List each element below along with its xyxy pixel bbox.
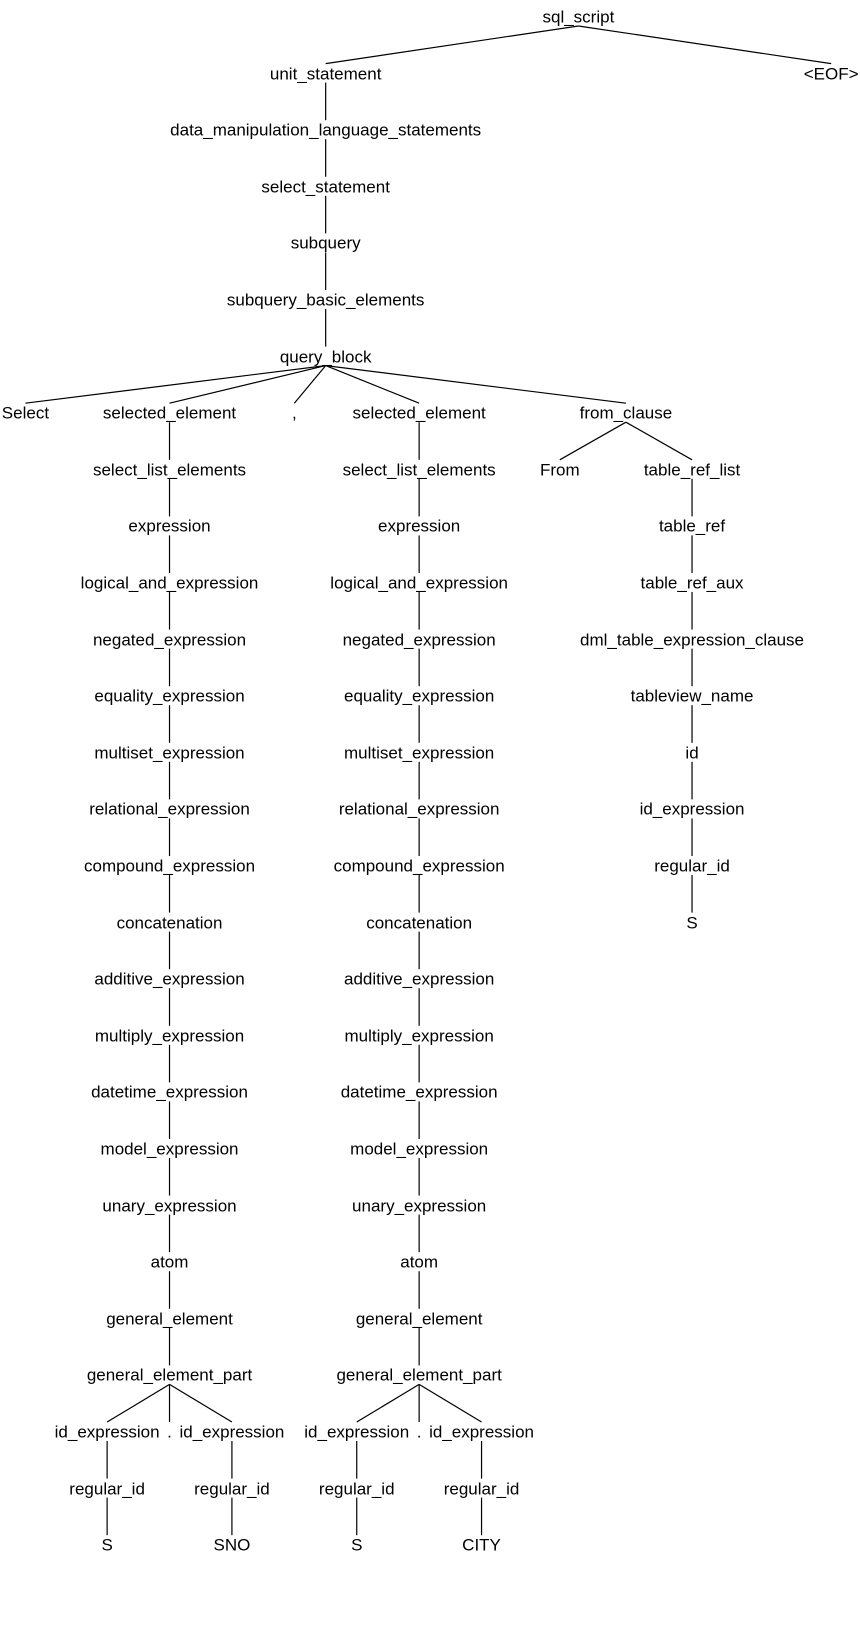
node-expression: expression — [378, 516, 461, 536]
node-dml-table-expression-clause: dml_table_expression_clause — [580, 630, 805, 650]
node-tableview-name: tableview_name — [630, 686, 754, 706]
node-logical-and-expression: logical_and_expression — [80, 573, 259, 593]
node-datetime-expression: datetime_expression — [340, 1082, 498, 1102]
tree-edge — [418, 1383, 482, 1423]
node-selected-element: selected_element — [102, 403, 237, 423]
tree-edge — [578, 25, 832, 65]
node-table-ref-aux: table_ref_aux — [640, 573, 744, 593]
node-table-ref: table_ref — [658, 516, 726, 536]
tree-edge — [625, 421, 693, 461]
node-table-ref-list: table_ref_list — [643, 460, 741, 480]
node-subquery-basic-elements: subquery_basic_elements — [226, 290, 425, 310]
node-city: CITY — [462, 1535, 501, 1555]
node-relational-expression: relational_expression — [338, 799, 500, 819]
node-id-expression: id_expression — [429, 1422, 534, 1442]
node-regular-id: regular_id — [654, 856, 730, 876]
tree-edge — [559, 421, 627, 461]
node-selected-element: selected_element — [352, 403, 486, 423]
node-multiply-expression: multiply_expression — [344, 1026, 494, 1046]
node-unary-expression: unary_expression — [102, 1196, 237, 1216]
node-from-clause: from_clause — [579, 403, 673, 423]
node-multiset-expression: multiset_expression — [94, 743, 245, 763]
tree-edge — [325, 365, 626, 404]
node-regular-id: regular_id — [318, 1479, 395, 1499]
node-eof: <EOF> — [803, 64, 859, 84]
node-select-statement: select_statement — [261, 177, 390, 197]
node-equality-expression: equality_expression — [344, 686, 495, 706]
node-unit-statement: unit_statement — [269, 64, 382, 84]
node-select: Select — [1, 403, 50, 423]
node-punct: . — [167, 1422, 172, 1442]
node-data-manipulation-language-statements: data_manipulation_language_statements — [170, 120, 482, 140]
node-id-expression: id_expression — [54, 1422, 160, 1442]
tree-edge — [169, 365, 326, 404]
node-datetime-expression: datetime_expression — [91, 1082, 248, 1102]
node-expression: expression — [128, 516, 211, 536]
tree-edge — [356, 1383, 420, 1423]
node-unary-expression: unary_expression — [352, 1196, 487, 1216]
node-atom: atom — [150, 1252, 189, 1272]
node-id-expression: id_expression — [179, 1422, 285, 1442]
tree-edge — [293, 365, 327, 404]
node-concatenation: concatenation — [366, 913, 473, 933]
node-multiply-expression: multiply_expression — [94, 1026, 245, 1046]
node-regular-id: regular_id — [194, 1479, 270, 1499]
node-regular-id: regular_id — [69, 1479, 145, 1499]
tree-edge — [325, 25, 579, 65]
node-model-expression: model_expression — [100, 1139, 239, 1159]
node-general-element: general_element — [106, 1309, 233, 1329]
node-id: id — [685, 743, 699, 763]
node-atom: atom — [400, 1252, 439, 1272]
node-s: S — [101, 1535, 113, 1555]
node-select-list-elements: select_list_elements — [342, 460, 496, 480]
node-equality-expression: equality_expression — [94, 686, 245, 706]
node-id-expression: id_expression — [304, 1422, 410, 1442]
node-negated-expression: negated_expression — [92, 630, 247, 650]
node-negated-expression: negated_expression — [342, 630, 496, 650]
node-additive-expression: additive_expression — [94, 969, 245, 989]
node-subquery: subquery — [290, 233, 361, 253]
tree-edge — [325, 365, 420, 404]
node-select-list-elements: select_list_elements — [92, 460, 247, 480]
node-logical-and-expression: logical_and_expression — [330, 573, 508, 593]
tree-edge — [106, 1383, 170, 1423]
node-regular-id: regular_id — [443, 1479, 520, 1499]
node-general-element: general_element — [355, 1309, 483, 1329]
node-model-expression: model_expression — [350, 1139, 489, 1159]
node-relational-expression: relational_expression — [89, 799, 250, 819]
node-punct: , — [291, 403, 297, 423]
node-concatenation: concatenation — [116, 913, 223, 933]
node-punct: . — [416, 1422, 422, 1442]
tree-edge — [25, 365, 326, 404]
node-s: S — [351, 1535, 363, 1555]
node-multiset-expression: multiset_expression — [344, 743, 495, 763]
node-query-block: query_block — [279, 347, 372, 367]
node-sno: SNO — [213, 1535, 251, 1555]
tree-edge — [169, 1383, 233, 1423]
node-compound-expression: compound_expression — [83, 856, 256, 876]
node-general-element-part: general_element_part — [86, 1365, 253, 1385]
node-general-element-part: general_element_part — [336, 1365, 502, 1385]
node-compound-expression: compound_expression — [333, 856, 505, 876]
node-id-expression: id_expression — [639, 799, 745, 819]
node-additive-expression: additive_expression — [344, 969, 495, 989]
node-sql-script: sql_script — [542, 7, 615, 27]
node-s: S — [686, 913, 698, 933]
node-from: From — [539, 460, 580, 480]
